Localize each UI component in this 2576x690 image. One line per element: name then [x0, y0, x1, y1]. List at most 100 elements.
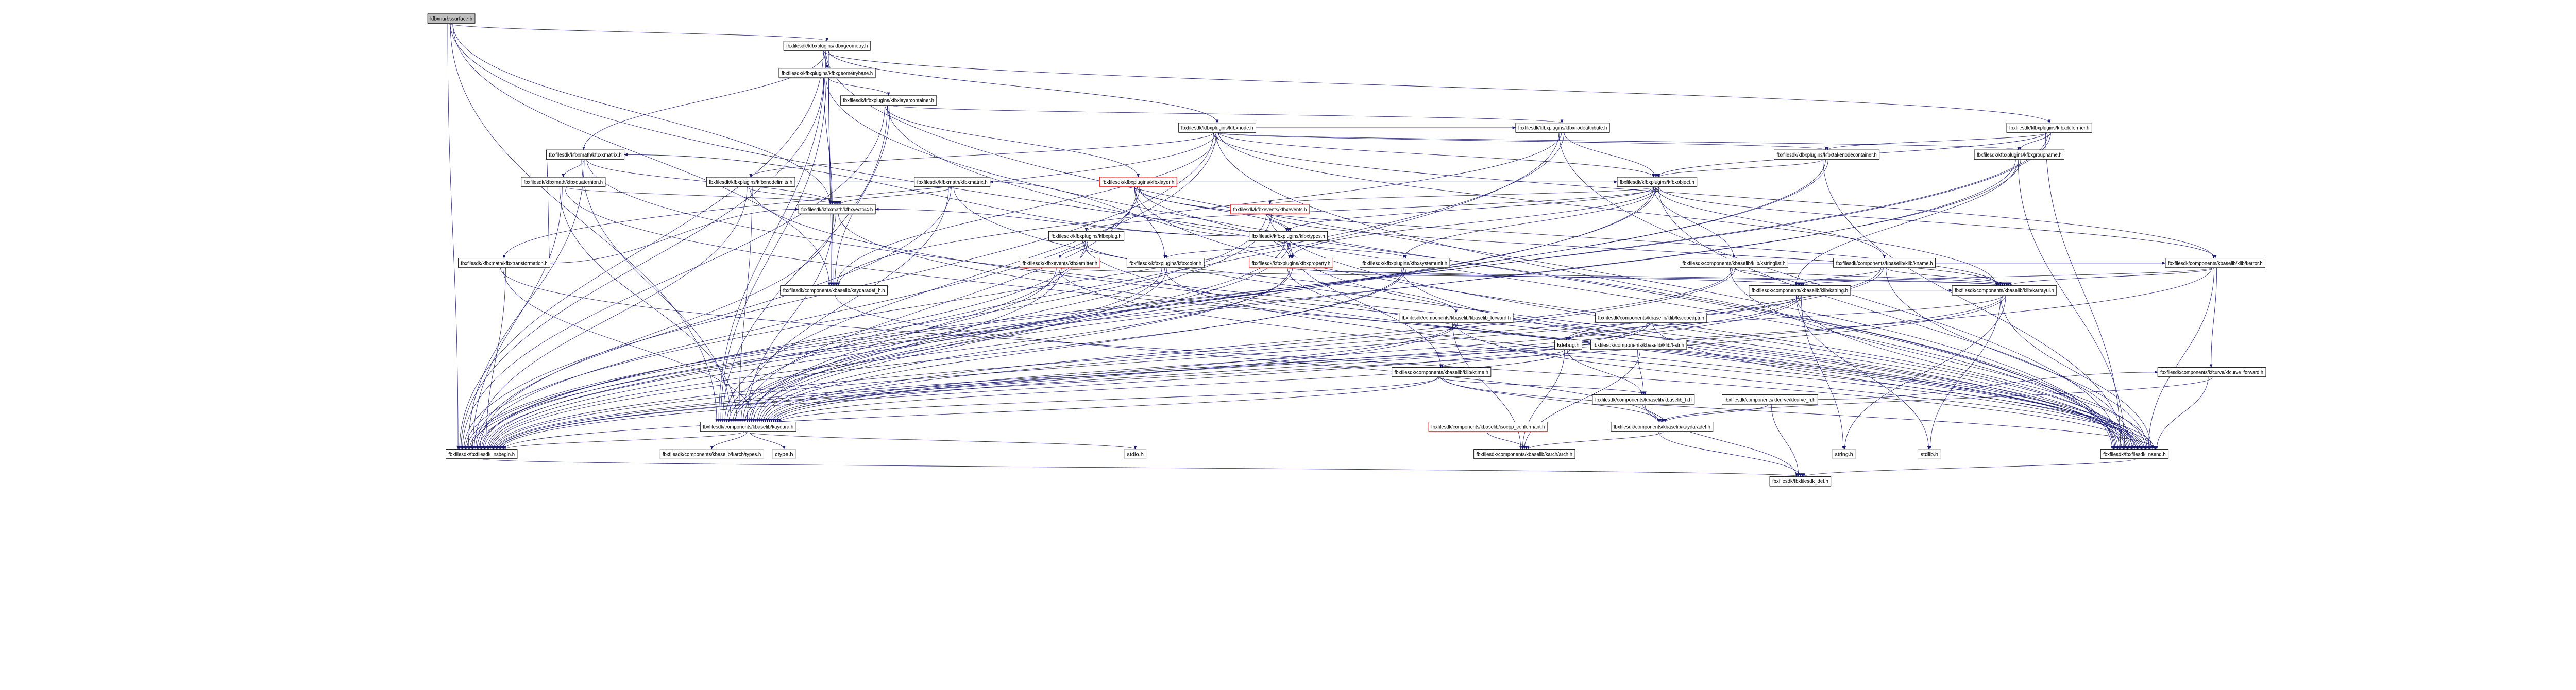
edge-kfbxevents-h-to-karrayul-h	[1268, 214, 2002, 286]
graph-node-kname-h[interactable]: fbxfilesdk/components/kbaselib/klib/knam…	[1833, 258, 1936, 268]
graph-node-kfbxplug-h[interactable]: fbxfilesdk/kfbxplugins/kfbxplug.h	[1048, 231, 1125, 242]
graph-node-fbxfilesdk-def-h[interactable]: fbxfilesdk/fbxfilesdk_def.h	[1769, 476, 1832, 487]
node-box	[1832, 449, 1856, 459]
graph-node-arch-h[interactable]: fbxfilesdk/components/kbaselib/karch/arc…	[1473, 449, 1575, 459]
graph-node-kaydaradef-h-h[interactable]: fbxfilesdk/components/kbaselib/kaydarade…	[780, 285, 888, 296]
node-label: fbxfilesdk/kfbxplugins/kfbxproperty.h	[1252, 261, 1331, 266]
edge-kfbxnodelimits-h-to-fbxfilesdk-nsbegin-h	[472, 186, 748, 450]
graph-node-kaydaradef-h[interactable]: fbxfilesdk/components/kbaselib/kaydarade…	[1611, 422, 1714, 432]
graph-node-kbaselib-h-h[interactable]: fbxfilesdk/components/kbaselib/kbaselib_…	[1592, 394, 1695, 405]
node-label: kdebug.h	[1557, 342, 1579, 348]
edge-kaydaradef-h-to-fbxfilesdk-def-h	[1658, 431, 1802, 477]
graph-node-kfbxproperty-h[interactable]: fbxfilesdk/kfbxplugins/kfbxproperty.h	[1249, 258, 1333, 268]
node-label: fbxfilesdk/components/kbaselib/karch/arc…	[1477, 452, 1573, 457]
edge-ktime-h-to-kbaselib-h-h	[1437, 376, 1647, 395]
edge-kfbxgeometrybase-h-to-fbxfilesdk-nsbegin-h	[460, 78, 824, 450]
edge-kfbxmatrix-h-to-fbxfilesdk-nsend-h	[953, 186, 2130, 450]
graph-node-kfcurve-h-h[interactable]: fbxfilesdk/components/kfcurve/kfcurve_h.…	[1722, 394, 1818, 405]
node-label: fbxfilesdk/kfbxplugins/kfbxgeometry.h	[786, 44, 868, 49]
edge-kfbxnode-h-to-kfbxtakenodecontainer-h	[1213, 132, 1827, 150]
graph-node-kaydara-h[interactable]: fbxfilesdk/components/kbaselib/kaydara.h	[700, 422, 796, 432]
edge-kfbxemitter-h-to-kaydara-h	[756, 267, 1062, 423]
edge-kfbxdeformer-h-to-fbxfilesdk-nsbegin-h	[465, 132, 2051, 450]
edge-kfbxevents-h-to-kfbxtypes-h	[1266, 214, 1292, 232]
node-label: fbxfilesdk/kfbxplugins/kfbxlayer.h	[1102, 180, 1174, 185]
graph-node-kfbxemitter-h[interactable]: fbxfilesdk/kfbxevents/kfbxemitter.h	[1020, 258, 1100, 268]
edge-fbxfilesdk-nsbegin-h-to-fbxfilesdk-def-h	[480, 458, 1803, 477]
graph-node-kfbxmatrix-h[interactable]: fbxfilesdk/kfbxmath/kfbxmatrix.h	[914, 177, 991, 187]
node-label: fbxfilesdk/fbxfilesdk_def.h	[1772, 479, 1828, 485]
node-label: fbxfilesdk/kfbxplugins/kfbxgeometrybase.…	[782, 71, 873, 77]
graph-node-ctype-h[interactable]: ctype.h	[772, 449, 796, 459]
graph-node-kfbxnodeattribute-h[interactable]: fbxfilesdk/kfbxplugins/kfbxnodeattribute…	[1515, 123, 1610, 133]
node-label: stdlib.h	[1921, 452, 1939, 457]
graph-node-kfbxgeometry-h[interactable]: fbxfilesdk/kfbxplugins/kfbxgeometry.h	[783, 41, 871, 51]
graph-node-kfbxgeometrybase-h[interactable]: fbxfilesdk/kfbxplugins/kfbxgeometrybase.…	[778, 68, 876, 79]
graph-node-kstringlist-h[interactable]: fbxfilesdk/components/kbaselib/klib/kstr…	[1680, 258, 1788, 268]
graph-node-stdlib-h[interactable]: stdlib.h	[1918, 449, 1941, 459]
graph-node-kfbxsystemunit-h[interactable]: fbxfilesdk/kfbxplugins/kfbxsystemunit.h	[1360, 258, 1450, 268]
node-label: fbxfilesdk/kfbxplugins/kfbxnodelimits.h	[709, 180, 792, 185]
graph-node-ktime-h[interactable]: fbxfilesdk/components/kbaselib/klib/ktim…	[1392, 367, 1492, 377]
edge-kfbxnode-h-to-kfbxnodelimits-h	[749, 132, 1214, 178]
graph-node-kfbxtypes-h[interactable]: fbxfilesdk/kfbxplugins/kfbxtypes.h	[1249, 231, 1328, 242]
graph-node-kfbxgroupname-h[interactable]: fbxfilesdk/kfbxplugins/kfbxgroupname.h	[1974, 149, 2065, 160]
graph-node-kfbxlayer-h[interactable]: fbxfilesdk/kfbxplugins/kfbxlayer.h	[1099, 177, 1177, 187]
edge-kfbxdeformer-h-to-kfbxtakenodecontainer-h	[1826, 132, 2048, 150]
graph-node-kfbxtakenodecontainer-h[interactable]: fbxfilesdk/kfbxplugins/kfbxtakenodeconta…	[1774, 149, 1880, 160]
edge-kfbxproperty-h-to-fbxfilesdk-nsend-h	[1287, 267, 2144, 450]
graph-node-kfbxobject-h[interactable]: fbxfilesdk/kfbxplugins/kfbxobject.h	[1617, 177, 1698, 187]
graph-node-kscopedptr-h[interactable]: fbxfilesdk/components/kbaselib/klib/ksco…	[1595, 313, 1707, 323]
node-label: fbxfilesdk/kfbxevents/kfbxevents.h	[1233, 207, 1307, 213]
graph-node-fbxfilesdk-nsend-h[interactable]: fbxfilesdk/fbxfilesdk_nsend.h	[2100, 449, 2169, 459]
graph-node-kstring-h[interactable]: fbxfilesdk/components/kbaselib/klib/kstr…	[1749, 285, 1851, 296]
edge-kaydaradef-h-to-arch-h	[1527, 431, 1664, 450]
edge-kstring-h-to-fbxfilesdk-nsend-h	[1795, 295, 2151, 450]
edge-kfbxgeometrybase-h-to-kfbxlayercontainer-h	[828, 78, 890, 96]
edge-kfbxlayer-h-to-kfbxproperty-h	[1139, 186, 1291, 259]
graph-node-kfbxquaternion-h[interactable]: fbxfilesdk/kfbxmath/kfbxquaternion.h	[521, 177, 606, 187]
graph-node-kfbxvector4-h[interactable]: fbxfilesdk/kfbxmath/kfbxvector4.h	[798, 204, 876, 215]
edge-kfbxobject-h-to-kerror-h	[1658, 186, 2217, 259]
graph-node-kbaselib-forward-h[interactable]: fbxfilesdk/components/kbaselib/kbaselib_…	[1399, 313, 1514, 323]
graph-node-isocpp-conformant-h[interactable]: fbxfilesdk/components/kbaselib/isocpp_co…	[1428, 422, 1548, 432]
node-label: fbxfilesdk/kfbxplugins/kfbxlayercontaine…	[843, 98, 934, 104]
graph-node-kfbxlayercontainer-h[interactable]: fbxfilesdk/kfbxplugins/kfbxlayercontaine…	[840, 95, 937, 106]
edge-kerror-h-to-fbxfilesdk-nsend-h	[2147, 267, 2215, 450]
graph-node-kfcurve-forward-h[interactable]: fbxfilesdk/components/kfcurve/kfcurve_fo…	[2157, 367, 2266, 377]
graph-node-kfbxevents-h[interactable]: fbxfilesdk/kfbxevents/kfbxevents.h	[1230, 204, 1310, 215]
graph-node-kfbxtransformation-h[interactable]: fbxfilesdk/kfbxmath/kfbxtransformation.h	[458, 258, 550, 268]
graph-node-string-h[interactable]: string.h	[1832, 449, 1856, 459]
graph-node-kfbxcolor-h[interactable]: fbxfilesdk/kfbxplugins/kfbxcolor.h	[1126, 258, 1205, 268]
graph-node-stdio-h[interactable]: stdio.h	[1124, 449, 1147, 459]
graph-node-karrayul-h[interactable]: fbxfilesdk/components/kbaselib/klib/karr…	[1952, 285, 2057, 296]
graph-node-kfbxdeformer-h[interactable]: fbxfilesdk/kfbxplugins/kfbxdeformer.h	[2006, 123, 2092, 133]
edge-kfbxlayer-h-to-fbxfilesdk-nsbegin-h	[476, 186, 1140, 450]
edge-kfbxnodelimits-h-to-kfbxvector4-h	[747, 186, 840, 205]
graph-node-kerror-h[interactable]: fbxfilesdk/components/kbaselib/klib/kerr…	[2165, 258, 2266, 268]
edge-kbaselib-forward-h-to-fbxfilesdk-nsend-h	[1454, 322, 2154, 450]
edge-t-str-h-to-arch-h	[1523, 349, 1640, 450]
edge-kstring-h-to-stdlib-h	[1795, 295, 1930, 450]
edge-kfbxobject-h-to-kfbxproperty-h	[1290, 186, 1656, 259]
edge-kfbxnodeattribute-h-to-kfbxobject-h	[1564, 132, 1657, 178]
node-label: stdio.h	[1127, 452, 1143, 457]
graph-node-kdebug-h[interactable]: kdebug.h	[1554, 340, 1582, 350]
graph-node-fbxfilesdk-nsbegin-h[interactable]: fbxfilesdk/fbxfilesdk_nsbegin.h	[446, 449, 518, 459]
graph-node-t-str-h[interactable]: fbxfilesdk/components/kbaselib/klib/t-st…	[1590, 340, 1687, 350]
root-node[interactable]: kfbxnurbssurface.h	[427, 13, 476, 24]
node-label: fbxfilesdk/components/kbaselib/kaydara.h	[703, 424, 793, 430]
edge-kstring-h-to-string-h	[1801, 295, 1845, 450]
edge-kerror-h-to-karrayul-h	[2009, 267, 2215, 286]
graph-node-kfbxnode-h[interactable]: fbxfilesdk/kfbxplugins/kfbxnode.h	[1178, 123, 1256, 133]
graph-node-types-h[interactable]: fbxfilesdk/components/kbaselib/karch/typ…	[659, 449, 764, 459]
edge-kfbxevents-h-to-fbxfilesdk-nsend-h	[1268, 214, 2136, 450]
graph-node-kfbxxmatrix-h[interactable]: fbxfilesdk/kfbxmath/kfbxxmatrix.h	[546, 149, 625, 160]
edge-kfbxobject-h-to-fbxfilesdk-nsbegin-h	[477, 186, 1656, 450]
node-label: fbxfilesdk/kfbxplugins/kfbxobject.h	[1620, 180, 1694, 185]
edge-kfbxplug-h-to-kbaselib-forward-h	[1082, 240, 1458, 314]
edge-kfbxvector4-h-to-kaydara-h	[745, 214, 834, 423]
edge-kfbxnodeattribute-h-to-fbxfilesdk-nsbegin-h	[464, 132, 1565, 450]
edge-kdebug-h-to-arch-h	[1521, 349, 1565, 450]
graph-node-kfbxnodelimits-h[interactable]: fbxfilesdk/kfbxplugins/kfbxnodelimits.h	[706, 177, 795, 187]
